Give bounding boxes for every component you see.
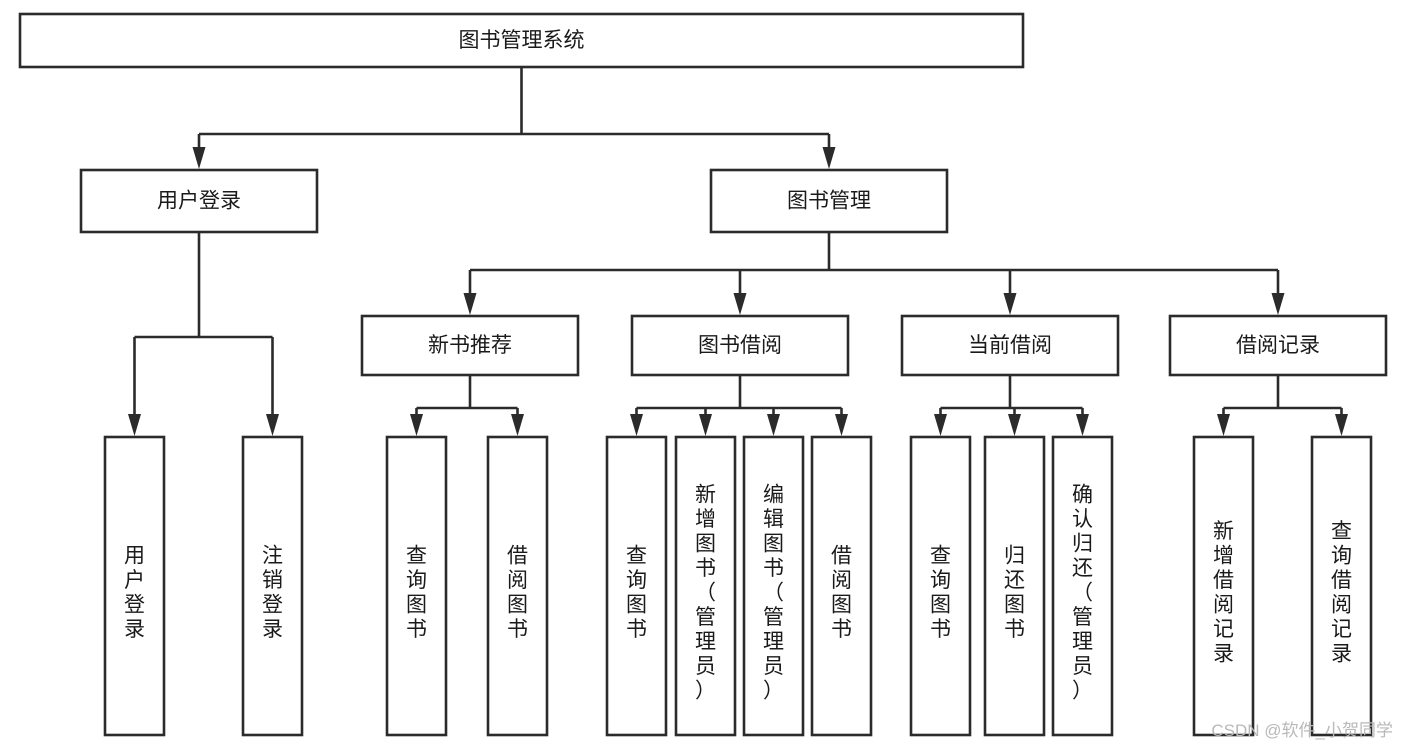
node-leaf-logout[interactable]: 注销登录 — [241, 435, 304, 737]
node-leaf-edit-book[interactable]: 编辑图书（管理员） — [742, 435, 805, 737]
node-box-book-borrow — [630, 314, 850, 377]
node-label-current-borrow: 当前借阅 — [968, 334, 1052, 357]
node-new-book-rec[interactable]: 新书推荐 — [360, 314, 580, 377]
node-box-leaf-query-book-1 — [385, 435, 448, 737]
node-label-borrow-record: 借阅记录 — [1236, 334, 1320, 357]
node-label-leaf-query-record: 查询借阅记录 — [1331, 520, 1352, 666]
node-borrow-record[interactable]: 借阅记录 — [1168, 314, 1388, 377]
node-label-leaf-user-login: 用户登录 — [124, 544, 145, 641]
node-label-leaf-logout: 注销登录 — [262, 544, 283, 641]
node-leaf-confirm-return[interactable]: 确认归还（管理员） — [1051, 435, 1114, 737]
node-box-leaf-borrow-book-1 — [486, 435, 549, 737]
node-box-book-manage — [709, 168, 949, 234]
node-label-leaf-borrow-book-2: 借阅图书 — [831, 544, 852, 641]
node-label-book-borrow: 图书借阅 — [698, 334, 782, 357]
node-box-leaf-query-record — [1310, 435, 1373, 737]
node-label-leaf-add-record: 新增借阅记录 — [1213, 520, 1234, 666]
node-label-user-login: 用户登录 — [157, 190, 241, 213]
node-label-leaf-query-book-2: 查询图书 — [626, 544, 647, 641]
node-label-leaf-confirm-return: 确认归还（管理员） — [1072, 483, 1093, 702]
node-box-leaf-add-record — [1192, 435, 1255, 737]
node-current-borrow[interactable]: 当前借阅 — [900, 314, 1120, 377]
node-label-leaf-borrow-book-1: 借阅图书 — [507, 544, 528, 641]
node-box-user-login — [79, 168, 319, 234]
node-label-leaf-query-book-1: 查询图书 — [406, 544, 427, 641]
node-box-borrow-record — [1168, 314, 1388, 377]
node-box-leaf-logout — [241, 435, 304, 737]
node-leaf-query-record[interactable]: 查询借阅记录 — [1310, 435, 1373, 737]
node-leaf-user-login[interactable]: 用户登录 — [103, 435, 166, 737]
node-leaf-borrow-book-2[interactable]: 借阅图书 — [810, 435, 873, 737]
node-label-leaf-add-book: 新增图书（管理员） — [695, 483, 716, 702]
connector-layer — [128, 67, 1348, 436]
node-box-new-book-rec — [360, 314, 580, 377]
node-book-manage[interactable]: 图书管理 — [709, 168, 949, 234]
node-box-leaf-confirm-return — [1051, 435, 1114, 737]
node-box-leaf-edit-book — [742, 435, 805, 737]
node-label-leaf-query-book-3: 查询图书 — [930, 544, 951, 641]
node-box-leaf-add-book — [674, 435, 737, 737]
node-box-leaf-borrow-book-2 — [810, 435, 873, 737]
node-box-leaf-query-book-3 — [909, 435, 972, 737]
node-label-root: 图书管理系统 — [459, 29, 585, 52]
node-leaf-add-record[interactable]: 新增借阅记录 — [1192, 435, 1255, 737]
node-leaf-query-book-1[interactable]: 查询图书 — [385, 435, 448, 737]
node-leaf-query-book-2[interactable]: 查询图书 — [605, 435, 668, 737]
node-root[interactable]: 图书管理系统 — [18, 12, 1025, 69]
node-leaf-add-book[interactable]: 新增图书（管理员） — [674, 435, 737, 737]
node-box-leaf-query-book-2 — [605, 435, 668, 737]
node-leaf-return-book[interactable]: 归还图书 — [983, 435, 1046, 737]
node-label-leaf-edit-book: 编辑图书（管理员） — [763, 483, 784, 702]
node-leaf-borrow-book-1[interactable]: 借阅图书 — [486, 435, 549, 737]
node-box-root — [18, 12, 1025, 69]
node-user-login[interactable]: 用户登录 — [79, 168, 319, 234]
node-label-leaf-return-book: 归还图书 — [1004, 544, 1025, 641]
node-box-current-borrow — [900, 314, 1120, 377]
node-box-leaf-user-login — [103, 435, 166, 737]
node-box-leaf-return-book — [983, 435, 1046, 737]
node-label-book-manage: 图书管理 — [787, 190, 871, 213]
node-book-borrow[interactable]: 图书借阅 — [630, 314, 850, 377]
node-label-new-book-rec: 新书推荐 — [428, 334, 512, 357]
node-leaf-query-book-3[interactable]: 查询图书 — [909, 435, 972, 737]
node-layer: 图书管理系统用户登录图书管理新书推荐图书借阅当前借阅借阅记录用户登录注销登录查询… — [18, 12, 1388, 737]
